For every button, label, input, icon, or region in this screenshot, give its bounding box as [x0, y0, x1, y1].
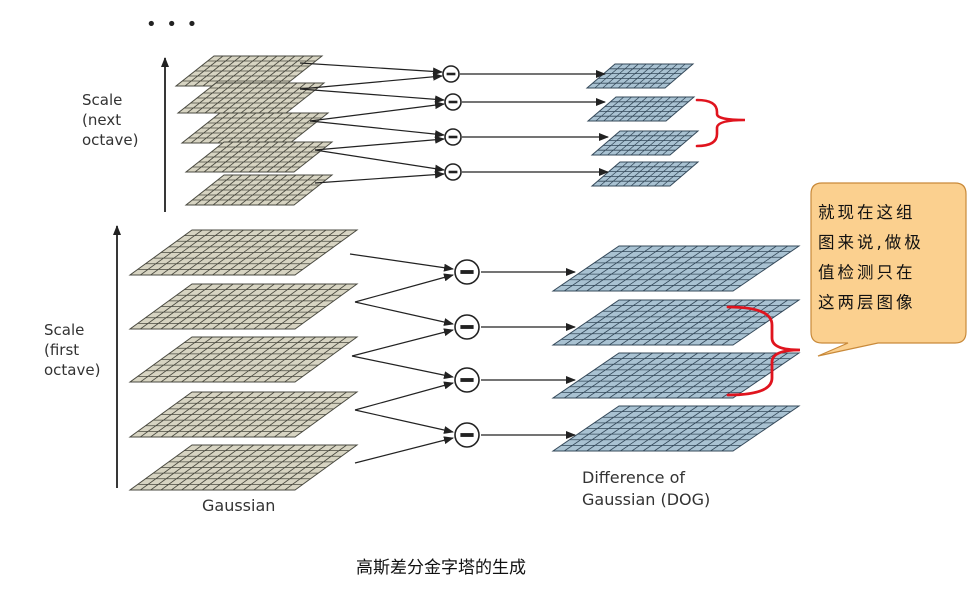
- scale-first-line-2: (first: [44, 341, 80, 359]
- callout-line-1: 就现在这组: [818, 203, 916, 222]
- minus-op-first-1: [454, 259, 480, 285]
- dog-top-4: [590, 161, 700, 187]
- red-brackets: [695, 98, 801, 397]
- minus-op-top-4: [444, 163, 462, 181]
- minus-op-top-1-bar: [446, 72, 456, 76]
- arrow-first-g2-op1: [354, 273, 454, 303]
- minus-op-top-3-bar: [448, 135, 458, 139]
- dog-top-4-grid: [597, 161, 693, 187]
- minus-op-top-1: [442, 65, 460, 83]
- minus-op-first-4: [454, 422, 480, 448]
- minus-op-top-4-bar: [448, 170, 458, 174]
- subtraction-operators: [442, 65, 480, 448]
- dog-top-1: [585, 63, 695, 89]
- dog-first-3-grid: [561, 352, 791, 399]
- dog-first-3: [551, 352, 801, 399]
- gaussian-first-1-grid: [137, 229, 350, 276]
- bracket-top: [695, 98, 746, 148]
- arrow-top-g5-op4: [314, 170, 445, 184]
- gaussian-top-3-grid: [188, 112, 322, 144]
- callout-shape: [810, 182, 967, 357]
- scale-first-octave-label: Scale (first octave): [44, 320, 100, 380]
- arrow-first-g2-op2: [354, 301, 454, 326]
- gaussian-first-2-grid: [137, 283, 350, 330]
- ellipsis-dots: • • •: [146, 14, 200, 35]
- minus-op-first-3: [454, 367, 480, 393]
- minus-op-top-2-bar: [448, 100, 458, 104]
- gaussian-first-4-grid: [137, 391, 350, 438]
- gaussian-first-4: [128, 391, 359, 438]
- bracket-first: [726, 305, 801, 397]
- gaussian-first-5-grid: [137, 444, 350, 491]
- dog-first-4-grid: [561, 405, 791, 452]
- callout-line-3: 值检测只在: [818, 263, 916, 282]
- dog-label-line-1: Difference of: [582, 468, 685, 487]
- gaussian-top-1: [174, 55, 324, 87]
- gaussian-top-5: [184, 174, 334, 206]
- minus-op-top-2: [444, 93, 462, 111]
- gaussian-first-3-grid: [137, 336, 350, 383]
- arrow-top-g1-op1: [299, 62, 443, 76]
- callout-line-2: 图来说,做极: [818, 233, 924, 252]
- minus-op-first-2-bar: [460, 325, 474, 329]
- arrow-top-g3-op2: [309, 101, 445, 122]
- arrow-first-g4-op3: [354, 381, 454, 411]
- gaussian-top-3: [180, 112, 330, 144]
- dog-label-line-2: Gaussian (DOG): [582, 490, 711, 509]
- gaussian-top-1-grid: [182, 55, 316, 87]
- gaussian-label: Gaussian: [202, 496, 276, 515]
- arrow-top-g3-op3: [309, 120, 445, 139]
- arrows: [299, 62, 609, 464]
- arrow-top-g2-op1: [299, 72, 443, 90]
- arrow-top-g2-op2: [299, 88, 445, 104]
- callout-line-4: 这两层图像: [818, 293, 916, 312]
- image-planes: [128, 55, 801, 491]
- arrow-first-g5-op4: [354, 436, 454, 464]
- scale-axes: [113, 57, 169, 488]
- gaussian-top-5-grid: [192, 174, 326, 206]
- dog-first-2-grid: [561, 299, 791, 346]
- dog-top-1-grid: [592, 63, 688, 89]
- dog-first-2: [551, 299, 801, 346]
- dog-first-4: [551, 405, 801, 452]
- scale-next-line-3: octave): [82, 131, 139, 149]
- gaussian-top-4-grid: [192, 141, 326, 173]
- gaussian-first-5: [128, 444, 359, 491]
- gaussian-first-2: [128, 283, 359, 330]
- minus-op-top-3: [444, 128, 462, 146]
- dog-top-3-grid: [597, 130, 693, 156]
- callout-text: 就现在这组 图来说,做极 值检测只在 这两层图像: [818, 198, 958, 318]
- dog-label: Difference of Gaussian (DOG): [582, 467, 710, 511]
- dog-top-2-grid: [593, 96, 689, 122]
- minus-op-first-3-bar: [460, 378, 474, 382]
- gaussian-top-4: [184, 141, 334, 173]
- scale-next-octave-label: Scale (next octave): [82, 90, 138, 150]
- callout-bubble: [810, 182, 967, 357]
- dog-top-2: [586, 96, 696, 122]
- scale-first-line-1: Scale: [44, 321, 85, 339]
- figure-caption: 高斯差分金字塔的生成: [356, 558, 526, 578]
- gaussian-top-2: [176, 82, 326, 114]
- arrow-top-g4-op4: [314, 149, 445, 173]
- dog-first-1: [551, 245, 801, 292]
- minus-op-first-2: [454, 314, 480, 340]
- scale-next-line-1: Scale: [82, 91, 123, 109]
- gaussian-first-1: [128, 229, 359, 276]
- gaussian-first-3: [128, 336, 359, 383]
- dog-top-3: [590, 130, 700, 156]
- arrow-first-g1-op1: [349, 253, 454, 272]
- arrow-first-g4-op4: [354, 409, 454, 434]
- minus-op-first-4-bar: [460, 433, 474, 437]
- scale-next-line-2: (next: [82, 111, 122, 129]
- gaussian-top-2-grid: [184, 82, 318, 114]
- minus-op-first-1-bar: [460, 270, 474, 274]
- scale-first-line-3: octave): [44, 361, 101, 379]
- arrow-first-g3-op3: [351, 355, 454, 380]
- arrow-first-g3-op2: [351, 328, 454, 357]
- dog-first-1-grid: [561, 245, 791, 292]
- arrow-top-g4-op3: [314, 135, 445, 151]
